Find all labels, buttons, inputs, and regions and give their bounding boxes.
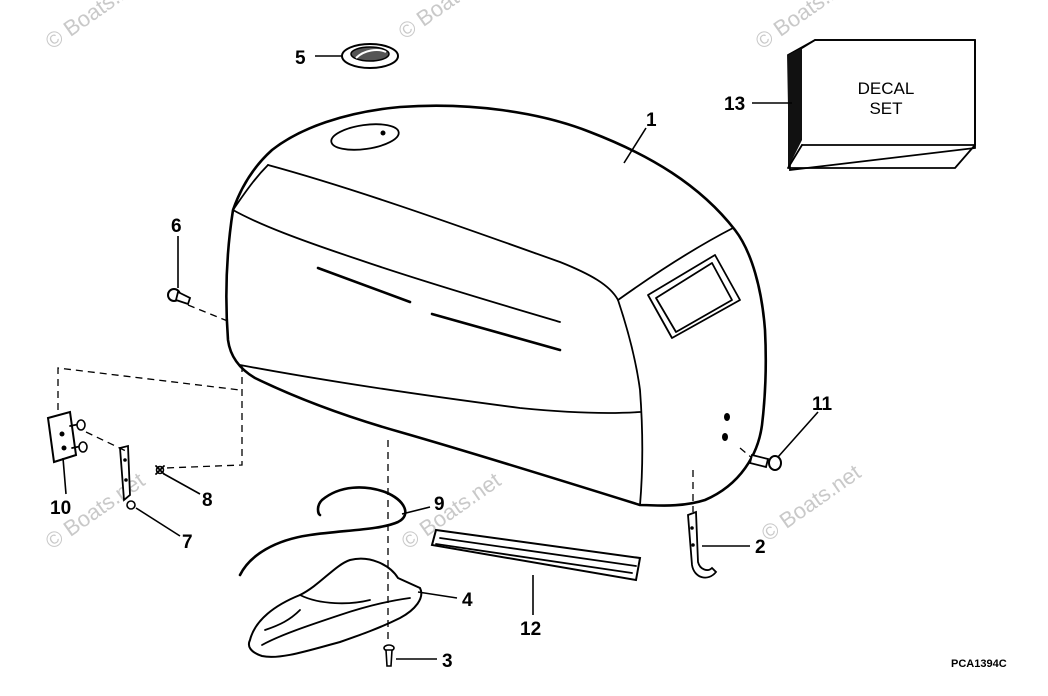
watermark-top-center: © Boats.net <box>394 0 503 44</box>
callout-13: 13 <box>724 94 745 115</box>
seal-cord-part-9 <box>238 486 407 577</box>
callout-12: 12 <box>520 619 541 640</box>
decal-label-line2: SET <box>869 99 902 118</box>
watermark-bottom-right: © Boats.net <box>757 459 866 546</box>
reference-code: PCA1394C <box>951 658 1007 670</box>
screw-part-6 <box>167 288 192 306</box>
screw-part-3 <box>383 644 395 667</box>
seal-strip-part-12 <box>430 528 642 582</box>
decal-label-line1: DECAL <box>858 79 915 98</box>
callout-1: 1 <box>646 110 657 131</box>
tray-part-4 <box>247 557 423 658</box>
screw-part-11 <box>748 453 782 471</box>
grommet-part <box>341 43 399 69</box>
callout-4: 4 <box>462 590 473 611</box>
callout-8: 8 <box>202 490 213 511</box>
callout-11: 11 <box>812 394 833 415</box>
callout-5: 5 <box>295 48 306 69</box>
callout-numbers: 1 5 13 6 11 8 10 9 7 2 4 12 3 <box>50 48 833 672</box>
callout-7: 7 <box>182 532 193 553</box>
latch-part-7 <box>119 444 136 510</box>
watermark-top-left: © Boats.net <box>41 0 150 54</box>
bracket-part-10 <box>46 410 88 464</box>
callout-10: 10 <box>50 498 71 519</box>
leader-lines <box>62 55 819 660</box>
callout-2: 2 <box>755 537 766 558</box>
decal-set-part: DECAL SET <box>787 39 976 172</box>
engine-cover-part <box>225 104 768 507</box>
alignment-lines <box>57 304 753 640</box>
latch-hook-part-2 <box>687 510 718 579</box>
callout-6: 6 <box>171 216 182 237</box>
callout-3: 3 <box>442 651 453 672</box>
screw-part-8 <box>155 465 165 475</box>
callout-9: 9 <box>434 494 445 515</box>
